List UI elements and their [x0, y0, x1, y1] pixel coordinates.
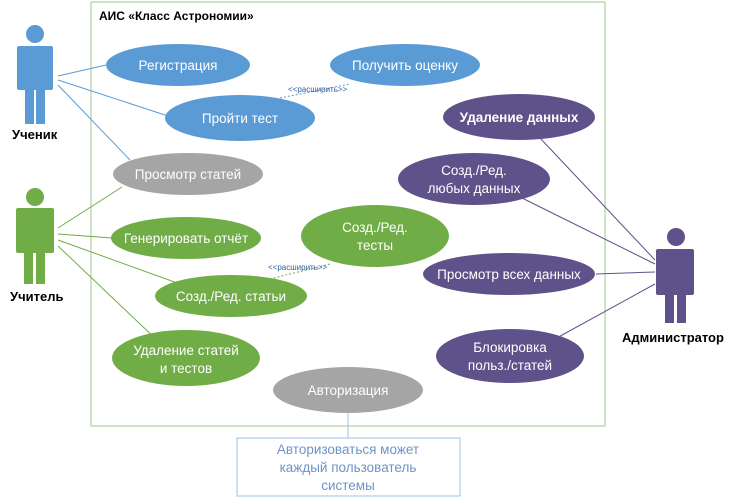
delete-data-usecase[interactable]	[443, 94, 595, 140]
delete-data-label: Удаление данных	[460, 110, 579, 125]
extend-label-bottom: <<расширить>>	[268, 263, 328, 272]
view-all-data-label: Просмотр всех данных	[437, 267, 581, 282]
take-test-label: Пройти тест	[202, 111, 278, 126]
admin-associations	[517, 137, 656, 341]
view-articles-label: Просмотр статей	[135, 167, 241, 182]
authorization-usecase[interactable]	[273, 367, 423, 413]
registration-label: Регистрация	[139, 58, 218, 73]
edit-any-data-usecase[interactable]	[398, 153, 550, 205]
student-associations	[57, 64, 169, 161]
student-label: Ученик	[12, 127, 58, 142]
delete-articles-tests-label-1: Удаление статей	[133, 343, 239, 358]
delete-articles-tests-usecase[interactable]	[112, 330, 260, 386]
teacher-label: Учитель	[10, 289, 63, 304]
student-actor-icon	[17, 25, 53, 124]
create-tests-label-1: Созд./Ред.	[342, 220, 408, 235]
authorization-label: Авторизация	[308, 383, 389, 398]
get-grade-label: Получить оценку	[352, 58, 458, 73]
create-tests-usecase[interactable]	[301, 205, 449, 267]
teacher-actor-icon	[16, 188, 54, 284]
view-all-data-usecase[interactable]	[423, 253, 595, 295]
edit-any-data-label-2: любых данных	[428, 181, 521, 196]
system-title: АИС «Класс Астрономии»	[99, 9, 254, 23]
note-box	[236, 437, 461, 497]
block-label-2: польз./статей	[468, 358, 552, 373]
generate-report-usecase[interactable]	[111, 217, 261, 259]
admin-label: Администратор	[622, 330, 724, 345]
registration-usecase[interactable]	[106, 44, 250, 86]
delete-articles-tests-label-2: и тестов	[160, 361, 212, 376]
create-tests-label-2: тесты	[357, 238, 393, 253]
note-line-1: Авторизоваться может	[277, 442, 419, 457]
create-articles-label: Созд./Ред. статьи	[176, 289, 286, 304]
generate-report-label: Генерировать отчёт	[124, 231, 248, 246]
block-label-1: Блокировка	[473, 340, 547, 355]
note-line-3: системы	[321, 478, 375, 493]
teacher-associations	[57, 186, 181, 344]
note-line-2: каждый пользователь	[280, 460, 417, 475]
view-articles-usecase[interactable]	[113, 153, 263, 195]
extend-label-top: <<расширить>>	[288, 85, 348, 94]
edit-any-data-label-1: Созд./Ред.	[441, 163, 507, 178]
create-articles-usecase[interactable]	[155, 275, 307, 317]
block-usecase[interactable]	[436, 329, 584, 383]
admin-actor-icon	[656, 228, 694, 323]
take-test-usecase[interactable]	[165, 95, 315, 141]
get-grade-usecase[interactable]	[330, 44, 480, 86]
